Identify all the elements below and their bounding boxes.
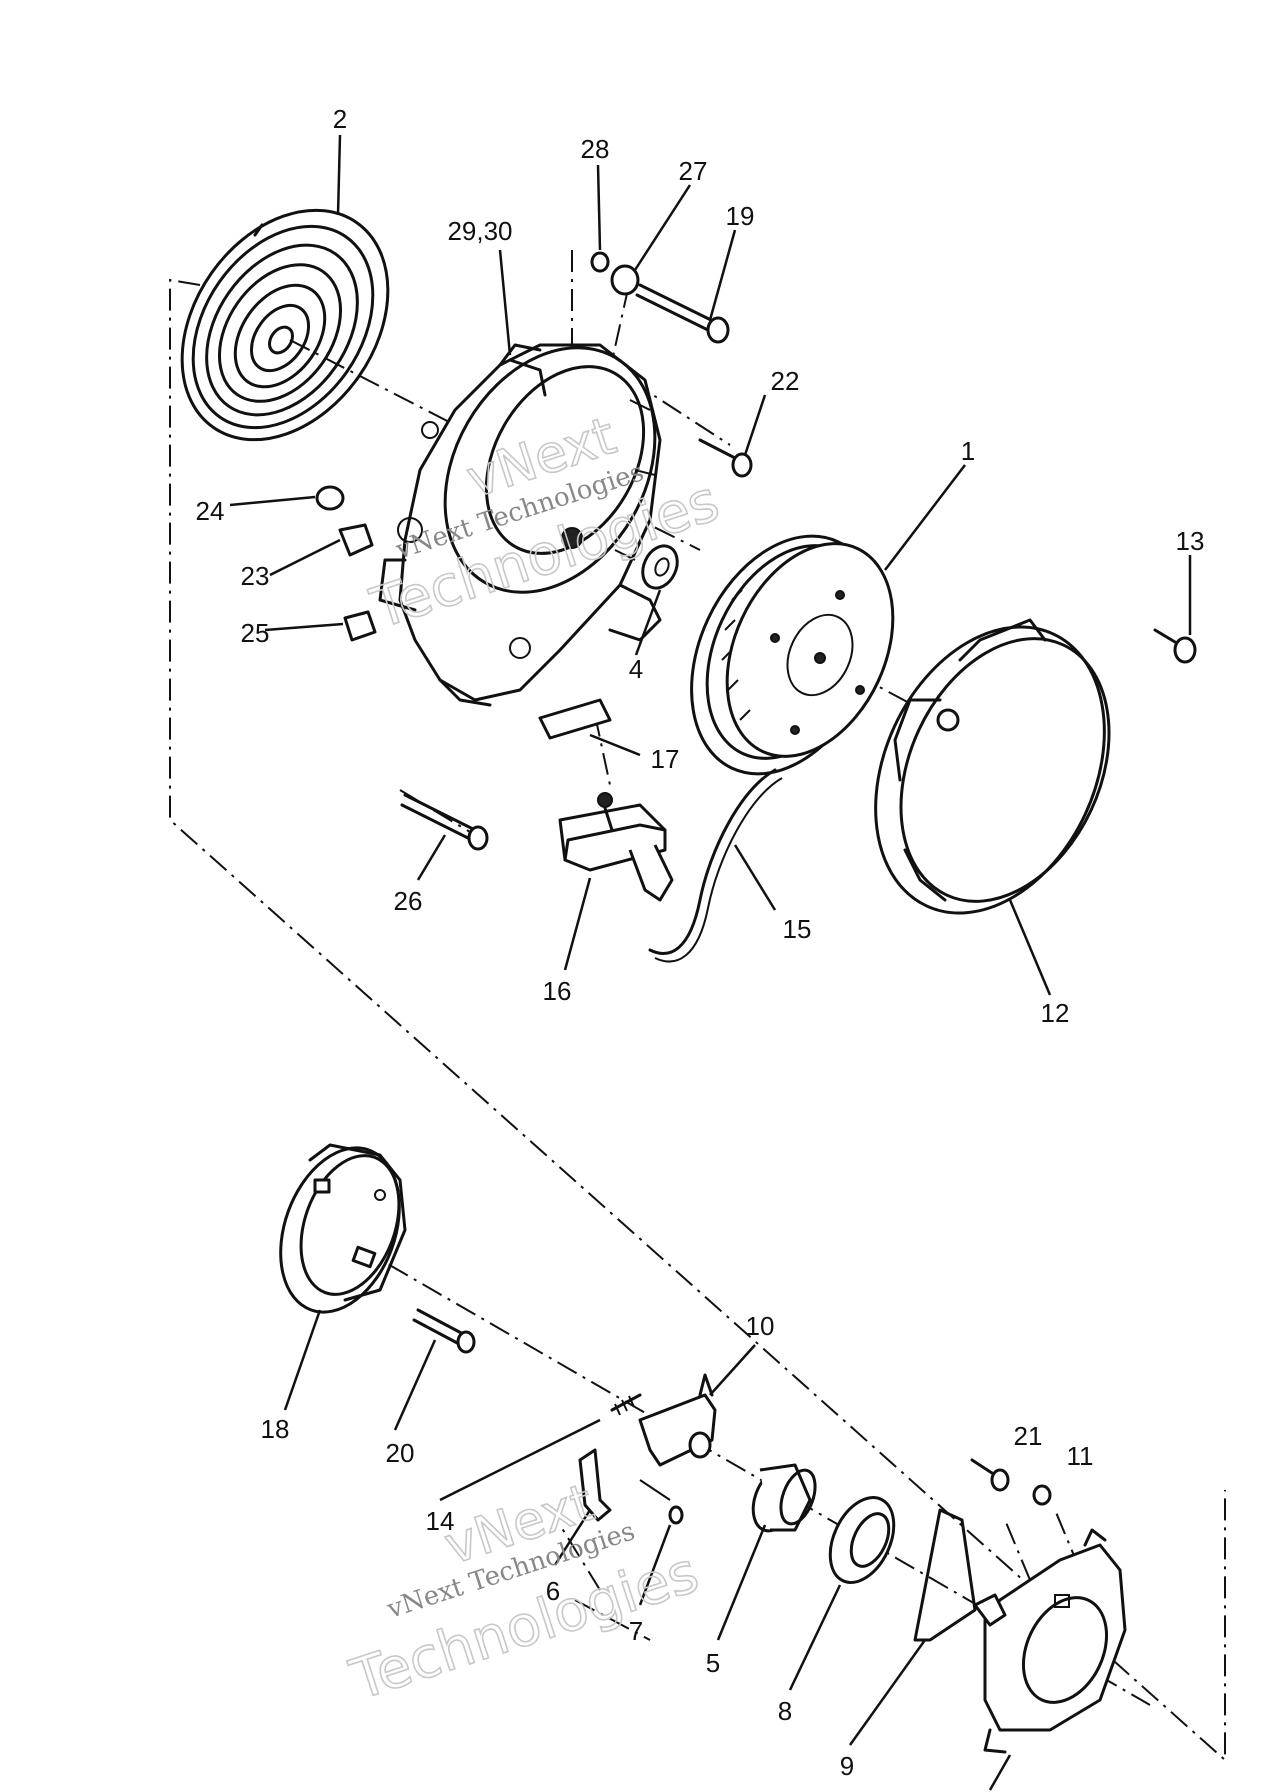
callout-18: 18 [261,1414,290,1444]
callout-1: 1 [961,436,975,466]
ratchet-components [578,1373,717,1525]
bracket-9 [913,1508,977,1642]
callout-26: 26 [394,886,423,916]
watermark-bottom: vNext vNext Technologies Technologies [342,1472,707,1714]
callout-19: 19 [726,201,755,231]
callout-28: 28 [581,134,610,164]
callout-29-30: 29,30 [447,216,512,246]
callout-27: 27 [679,156,708,186]
washer-8 [828,1496,896,1584]
callout-9: 9 [840,1751,854,1781]
callout-14: 14 [426,1506,455,1536]
starter-cover [874,618,1111,915]
callout-20: 20 [386,1438,415,1468]
callout-22: 22 [771,366,800,396]
flange-plate [970,1458,1127,1754]
recoil-spring [180,208,390,442]
pin-20 [412,1308,476,1354]
callout-4: 4 [629,654,643,684]
callout-2: 2 [333,104,347,134]
callout-labels: 2 28 27 19 29,30 22 1 13 24 23 25 4 17 2… [196,104,1205,1781]
callout-17: 17 [651,744,680,774]
rope-pulley [690,534,895,776]
drive-plate [279,1143,407,1314]
callout-16: 16 [543,976,572,1006]
callout-7: 7 [629,1616,643,1646]
callout-12: 12 [1041,998,1070,1028]
bushing-5 [751,1463,817,1533]
callout-23: 23 [241,561,270,591]
starter-rope-and-handle [538,698,783,963]
callout-25: 25 [241,618,270,648]
callout-24: 24 [196,496,225,526]
callout-15: 15 [783,914,812,944]
fasteners-top [315,251,1197,851]
leader-lines [229,134,1192,1791]
callout-11: 11 [1067,1441,1094,1471]
callout-10: 10 [746,1311,775,1341]
callout-13: 13 [1176,526,1205,556]
callout-6: 6 [546,1576,560,1606]
callout-5: 5 [706,1648,720,1678]
starter-case [378,343,662,707]
callout-21: 21 [1014,1421,1043,1451]
washer-4 [641,544,679,590]
callout-8: 8 [778,1696,792,1726]
